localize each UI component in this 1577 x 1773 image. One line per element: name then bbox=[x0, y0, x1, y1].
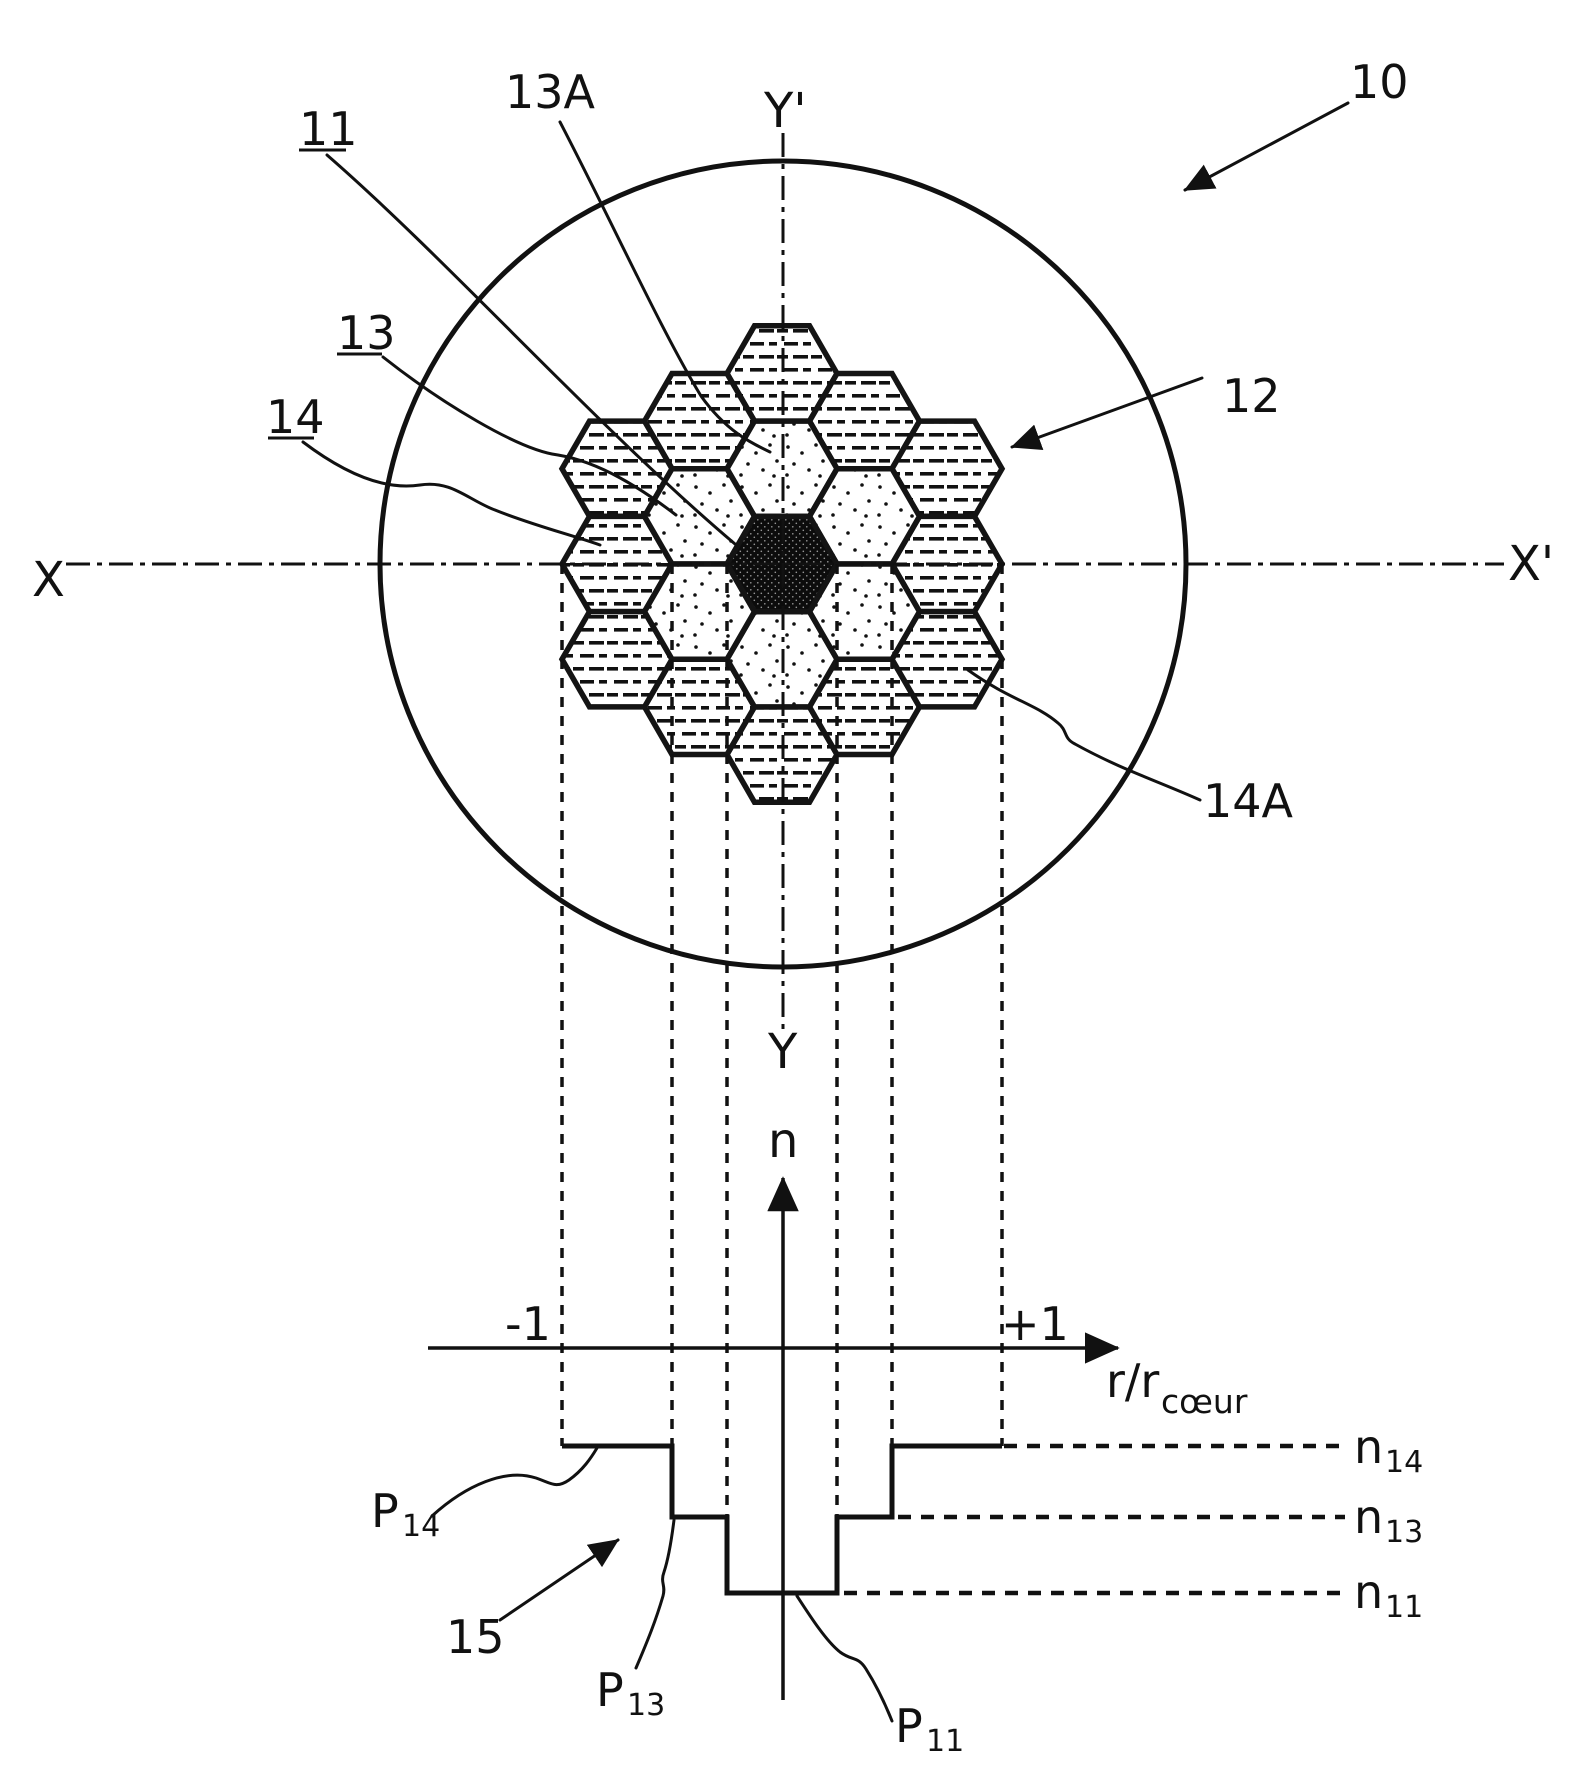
label-14a: 14A bbox=[1203, 774, 1294, 828]
n-axis-label: n bbox=[768, 1113, 798, 1169]
p14-label-sub: 14 bbox=[402, 1509, 440, 1544]
n11-label-sub: 11 bbox=[1385, 1590, 1423, 1625]
leader-p14 bbox=[430, 1446, 599, 1518]
label-13a: 13A bbox=[505, 65, 596, 119]
leader-13 bbox=[381, 355, 678, 517]
label-12: 12 bbox=[1222, 369, 1281, 423]
index-step-profile bbox=[562, 1443, 1002, 1596]
label-15: 15 bbox=[446, 1610, 505, 1664]
label-14: 14 bbox=[266, 390, 325, 444]
leader-p11 bbox=[795, 1594, 894, 1723]
r-axis-tick-minus1: -1 bbox=[505, 1297, 551, 1351]
arrow-10 bbox=[1183, 101, 1350, 192]
y-axis-top-label: Y' bbox=[763, 83, 807, 139]
p11-label: P bbox=[895, 1699, 923, 1753]
label-10: 10 bbox=[1350, 55, 1409, 109]
label-11: 11 bbox=[299, 102, 358, 156]
leader-14a bbox=[966, 668, 1202, 802]
p11-label-sub: 11 bbox=[926, 1724, 964, 1759]
projection-lines bbox=[560, 564, 1004, 1593]
p13-label-sub: 13 bbox=[627, 1688, 665, 1723]
n11-label: n bbox=[1354, 1565, 1383, 1619]
arrow-12 bbox=[1010, 376, 1204, 450]
r-axis-title-sub: cœur bbox=[1161, 1382, 1248, 1421]
p14-label: P bbox=[371, 1484, 399, 1538]
p13-label: P bbox=[596, 1663, 624, 1717]
n13-label: n bbox=[1354, 1490, 1383, 1544]
leader-13a bbox=[558, 120, 772, 454]
arrow-15 bbox=[498, 1538, 620, 1622]
index-profile bbox=[428, 1176, 1345, 1700]
x-axis-left-label: X bbox=[32, 552, 65, 608]
leader-lines bbox=[301, 101, 1350, 1723]
n13-label-sub: 13 bbox=[1385, 1515, 1423, 1550]
label-underlines bbox=[268, 148, 382, 440]
r-axis-tick-plus1: +1 bbox=[1001, 1297, 1069, 1351]
hex-core-assembly bbox=[558, 323, 1006, 805]
r-axis-title: r/r bbox=[1106, 1354, 1159, 1408]
leader-14 bbox=[301, 440, 602, 547]
n14-label-sub: 14 bbox=[1385, 1445, 1423, 1480]
n14-label: n bbox=[1354, 1420, 1383, 1474]
leader-11 bbox=[325, 153, 737, 546]
label-13: 13 bbox=[337, 306, 396, 360]
y-axis-bottom-label: Y bbox=[767, 1024, 798, 1080]
leader-p13 bbox=[634, 1518, 676, 1670]
x-axis-right-label: X' bbox=[1508, 536, 1554, 592]
